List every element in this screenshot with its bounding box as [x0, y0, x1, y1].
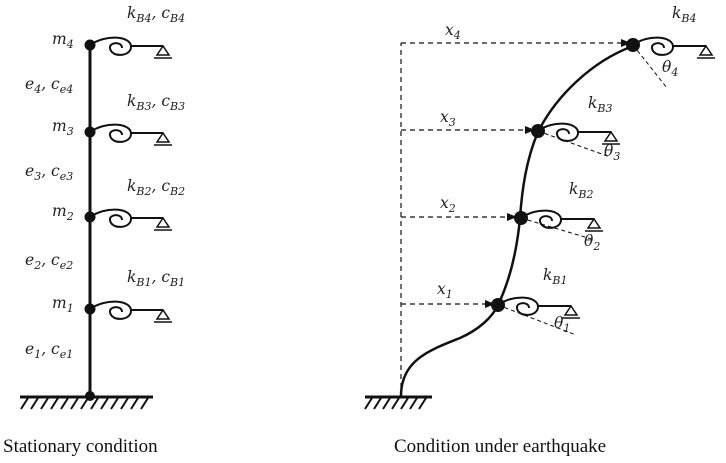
earthquake-ground-support	[364, 395, 432, 410]
earthquake-caption: Condition under earthquake	[394, 436, 606, 457]
rotational-spring-icon	[89, 300, 172, 323]
stationary-floor-2	[84, 208, 172, 231]
rotational-spring-icon	[497, 296, 580, 319]
stationary-caption: Stationary condition	[3, 436, 158, 457]
spring-label-2: kB2	[569, 180, 594, 201]
stationary-floor-3	[84, 123, 172, 146]
rotational-spring-icon	[89, 36, 172, 59]
column-label-4: e4, ce4	[25, 75, 73, 96]
rotational-spring-icon	[537, 122, 620, 145]
displacement-label-4: x4	[445, 21, 461, 42]
spring-label-3: kB3, cB3	[127, 92, 185, 113]
rotational-spring-icon	[89, 123, 172, 146]
rotation-line-4	[632, 44, 668, 89]
spring-label-4: kB4	[672, 4, 697, 25]
spring-label-1: kB1	[543, 266, 568, 287]
rotation-label-1: θ1	[554, 314, 570, 335]
mass-label-3: m3	[52, 117, 74, 138]
column-label-1: e1, ce1	[25, 340, 73, 361]
rotation-line-3	[537, 130, 611, 158]
displacement-label-1: x1	[437, 280, 453, 301]
spring-label-2: kB2, cB2	[127, 177, 185, 198]
earthquake-floor-4	[626, 36, 715, 89]
deformed-column	[399, 44, 634, 397]
spring-label-1: kB1, cB1	[127, 268, 185, 289]
column-label-3: e3, ce3	[25, 162, 73, 183]
rotational-spring-icon	[520, 209, 603, 232]
stationary-floor-4	[84, 36, 172, 59]
rotation-line-2	[520, 217, 596, 241]
stationary-model: m4 m3 m2 m1 kB4, cB4 kB3, cB3 kB2, cB2 k…	[3, 4, 185, 457]
spring-label-4: kB4, cB4	[127, 4, 185, 25]
rotation-label-3: θ3	[604, 142, 620, 163]
mass-label-4: m4	[52, 30, 74, 51]
displacement-label-3: x3	[440, 108, 456, 129]
earthquake-floor-2	[514, 209, 603, 241]
mass-label-1: m1	[52, 294, 74, 315]
rotational-spring-icon	[89, 208, 172, 231]
stationary-floor-1	[84, 300, 172, 323]
rotation-label-4: θ4	[662, 58, 678, 79]
spring-label-3: kB3	[588, 94, 613, 115]
column-label-2: e2, ce2	[25, 251, 73, 272]
earthquake-floor-3	[531, 122, 620, 158]
mass-label-2: m2	[52, 202, 74, 223]
rotation-label-2: θ2	[584, 232, 600, 253]
rotational-spring-icon	[632, 36, 715, 59]
stationary-ground-support	[20, 391, 153, 410]
earthquake-model: x4 x3 x2 x1 kB4 kB3 kB2 kB1 θ4 θ3 θ2 θ1 …	[364, 4, 715, 457]
displacement-label-2: x2	[440, 194, 456, 215]
earthquake-floor-1	[491, 296, 580, 336]
